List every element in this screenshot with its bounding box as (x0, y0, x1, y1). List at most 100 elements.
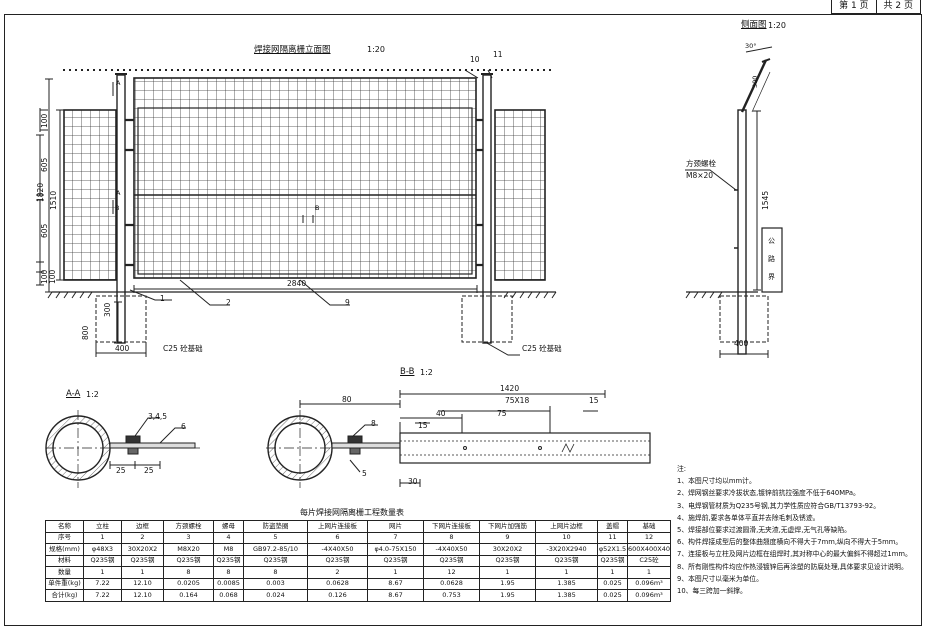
table-cell: 0.025 (597, 589, 628, 602)
dim-400-left: 400 (115, 344, 130, 353)
table-cell: 0.025 (597, 577, 628, 590)
dim-100-bottom-2: 100 (48, 269, 57, 284)
note-item: 5、焊接部位要求过渡圆滑,无夹渣,无虚焊,无气孔等缺陷。 (677, 526, 851, 535)
side-dim-1545: 1545 (761, 190, 770, 210)
table-cell: 1 (121, 566, 164, 579)
page-indicator: 第 1 页 共 2 页 (831, 0, 921, 14)
table-header-cell: 方颈螺栓 (163, 520, 214, 533)
table-cell: -4X40X50 (423, 543, 480, 556)
table-cell: 1 (597, 566, 628, 579)
side-dim-400: 400 (734, 339, 749, 348)
table-cell: 12 (627, 531, 671, 544)
table-cell: 0.0628 (423, 577, 480, 590)
notes-block: 注: 1、本图尺寸均以mm计。 2、焊网钢丝要求冷拔状态,镀锌前抗拉强度不低于6… (677, 463, 921, 597)
table-header-cell: 边框 (121, 520, 164, 533)
boundary-char-1: 公 (768, 237, 775, 245)
table-header-cell: 名称 (45, 520, 84, 533)
table-header-row: 名称立柱边框方颈螺栓螺母防盗垫圈上网片连接板网片下网片连接板下网片加强筋上网片边… (45, 520, 671, 533)
note-item: 8、所有刚性构件均应作热浸镀锌后再涂塑的防腐处理,具体要求见设计说明。 (677, 562, 908, 571)
section-bb-dim-75: 75 (497, 409, 507, 418)
table-cell: φ52X1.5 (597, 543, 628, 556)
table-header-cell: 网片 (367, 520, 424, 533)
page-total: 共 2 页 (875, 0, 920, 13)
table-cell: 1 (479, 566, 536, 579)
callout-10: 10 (470, 55, 480, 64)
table-cell: 0.0205 (163, 577, 214, 590)
boundary-char-2: 路 (768, 255, 775, 263)
table-cell: 8 (423, 531, 480, 544)
table-cell: 1 (535, 566, 598, 579)
table-cell: Q235钢 (423, 554, 480, 567)
table-cell: 1 (83, 566, 122, 579)
table-cell: 7.22 (83, 577, 122, 590)
section-aa-dim-25a: 25 (116, 466, 126, 475)
dim-800: 800 (81, 325, 90, 340)
side-bolt-label: 方颈螺栓 (686, 159, 716, 168)
side-dim-300: 300 (751, 75, 759, 88)
side-bolt-spec: M8×20 (686, 171, 714, 180)
side-view-scale: 1:20 (768, 21, 786, 30)
table-cell: Q235钢 (213, 554, 244, 567)
table-cell: 0.126 (307, 589, 368, 602)
table-cell: 0.096m³ (627, 589, 671, 602)
section-bb-dim-1420: 1420 (500, 384, 520, 393)
table-cell: M8X20 (163, 543, 214, 556)
drawing-frame (4, 14, 922, 626)
table-cell: Q235钢 (535, 554, 598, 567)
page-number: 第 1 页 (839, 1, 869, 11)
table-cell: Q235钢 (597, 554, 628, 567)
boundary-char-3: 界 (768, 273, 775, 281)
table-cell: 0.164 (163, 589, 214, 602)
table-cell: 合计(kg) (45, 589, 84, 602)
note-item: 4、施焊前,要求各单体平直并去除毛刺及锈迹。 (677, 513, 820, 522)
table-cell: 600X400X400 (627, 543, 671, 556)
note-item: 7、连接板与立柱及网片边框在组焊时,其对称中心的最大偏斜不得超过1mm。 (677, 550, 912, 559)
table-cell: 7.22 (83, 589, 122, 602)
table-cell: 0.068 (213, 589, 244, 602)
section-bb-dim-40: 40 (436, 409, 446, 418)
table-cell: 2 (121, 531, 164, 544)
table-cell: Q235钢 (243, 554, 308, 567)
table-cell: 9 (479, 531, 536, 544)
table-cell: Q235钢 (367, 554, 424, 567)
callout-9: 9 (345, 298, 350, 307)
table-header-cell: 防盗垫圈 (243, 520, 308, 533)
table-cell: 10 (535, 531, 598, 544)
side-view (685, 46, 783, 358)
table-cell: 8 (243, 566, 308, 579)
section-bb-callout-8: 8 (371, 419, 376, 428)
table-cell: -4X40X50 (307, 543, 368, 556)
table-cell: Q235钢 (83, 554, 122, 567)
table-cell: 1.385 (535, 577, 598, 590)
note-item: 2、焊网钢丝要求冷拔状态,镀锌前抗拉强度不低于640MPa。 (677, 489, 860, 498)
table-cell: 12.10 (121, 577, 164, 590)
table-cell: M8 (213, 543, 244, 556)
table-cell: 规格(mm) (45, 543, 84, 556)
section-bb-scale: 1:2 (420, 368, 433, 377)
table-cell: 数量 (45, 566, 84, 579)
note-item: 6、构件焊接成型后的整体曲翘度横向不得大于7mm,纵向不得大于5mm。 (677, 538, 903, 547)
elevation-title: 焊接网隔离栅立面图 (254, 45, 331, 55)
callout-11: 11 (493, 50, 503, 59)
note-item: 9、本图尺寸以毫米为单位。 (677, 574, 763, 583)
mark-a-top: A (116, 79, 121, 87)
table-cell: 0.003 (243, 577, 308, 590)
dim-605-lower: 605 (40, 223, 49, 238)
table-cell: 1.95 (479, 589, 536, 602)
table-cell: 1 (367, 566, 424, 579)
table-header-cell: 盖帽 (597, 520, 628, 533)
table-cell: 0.0628 (307, 577, 368, 590)
table-cell: 30X20X2 (121, 543, 164, 556)
section-bb-callout-5: 5 (362, 469, 367, 478)
section-bb (266, 390, 651, 488)
table-cell: 3 (163, 531, 214, 544)
table-cell: 1.385 (535, 589, 598, 602)
table-cell: 1 (83, 531, 122, 544)
table-header-cell: 下网片加强筋 (479, 520, 536, 533)
section-bb-title: B-B (400, 367, 415, 377)
table-cell: 单件重(kg) (45, 577, 84, 590)
